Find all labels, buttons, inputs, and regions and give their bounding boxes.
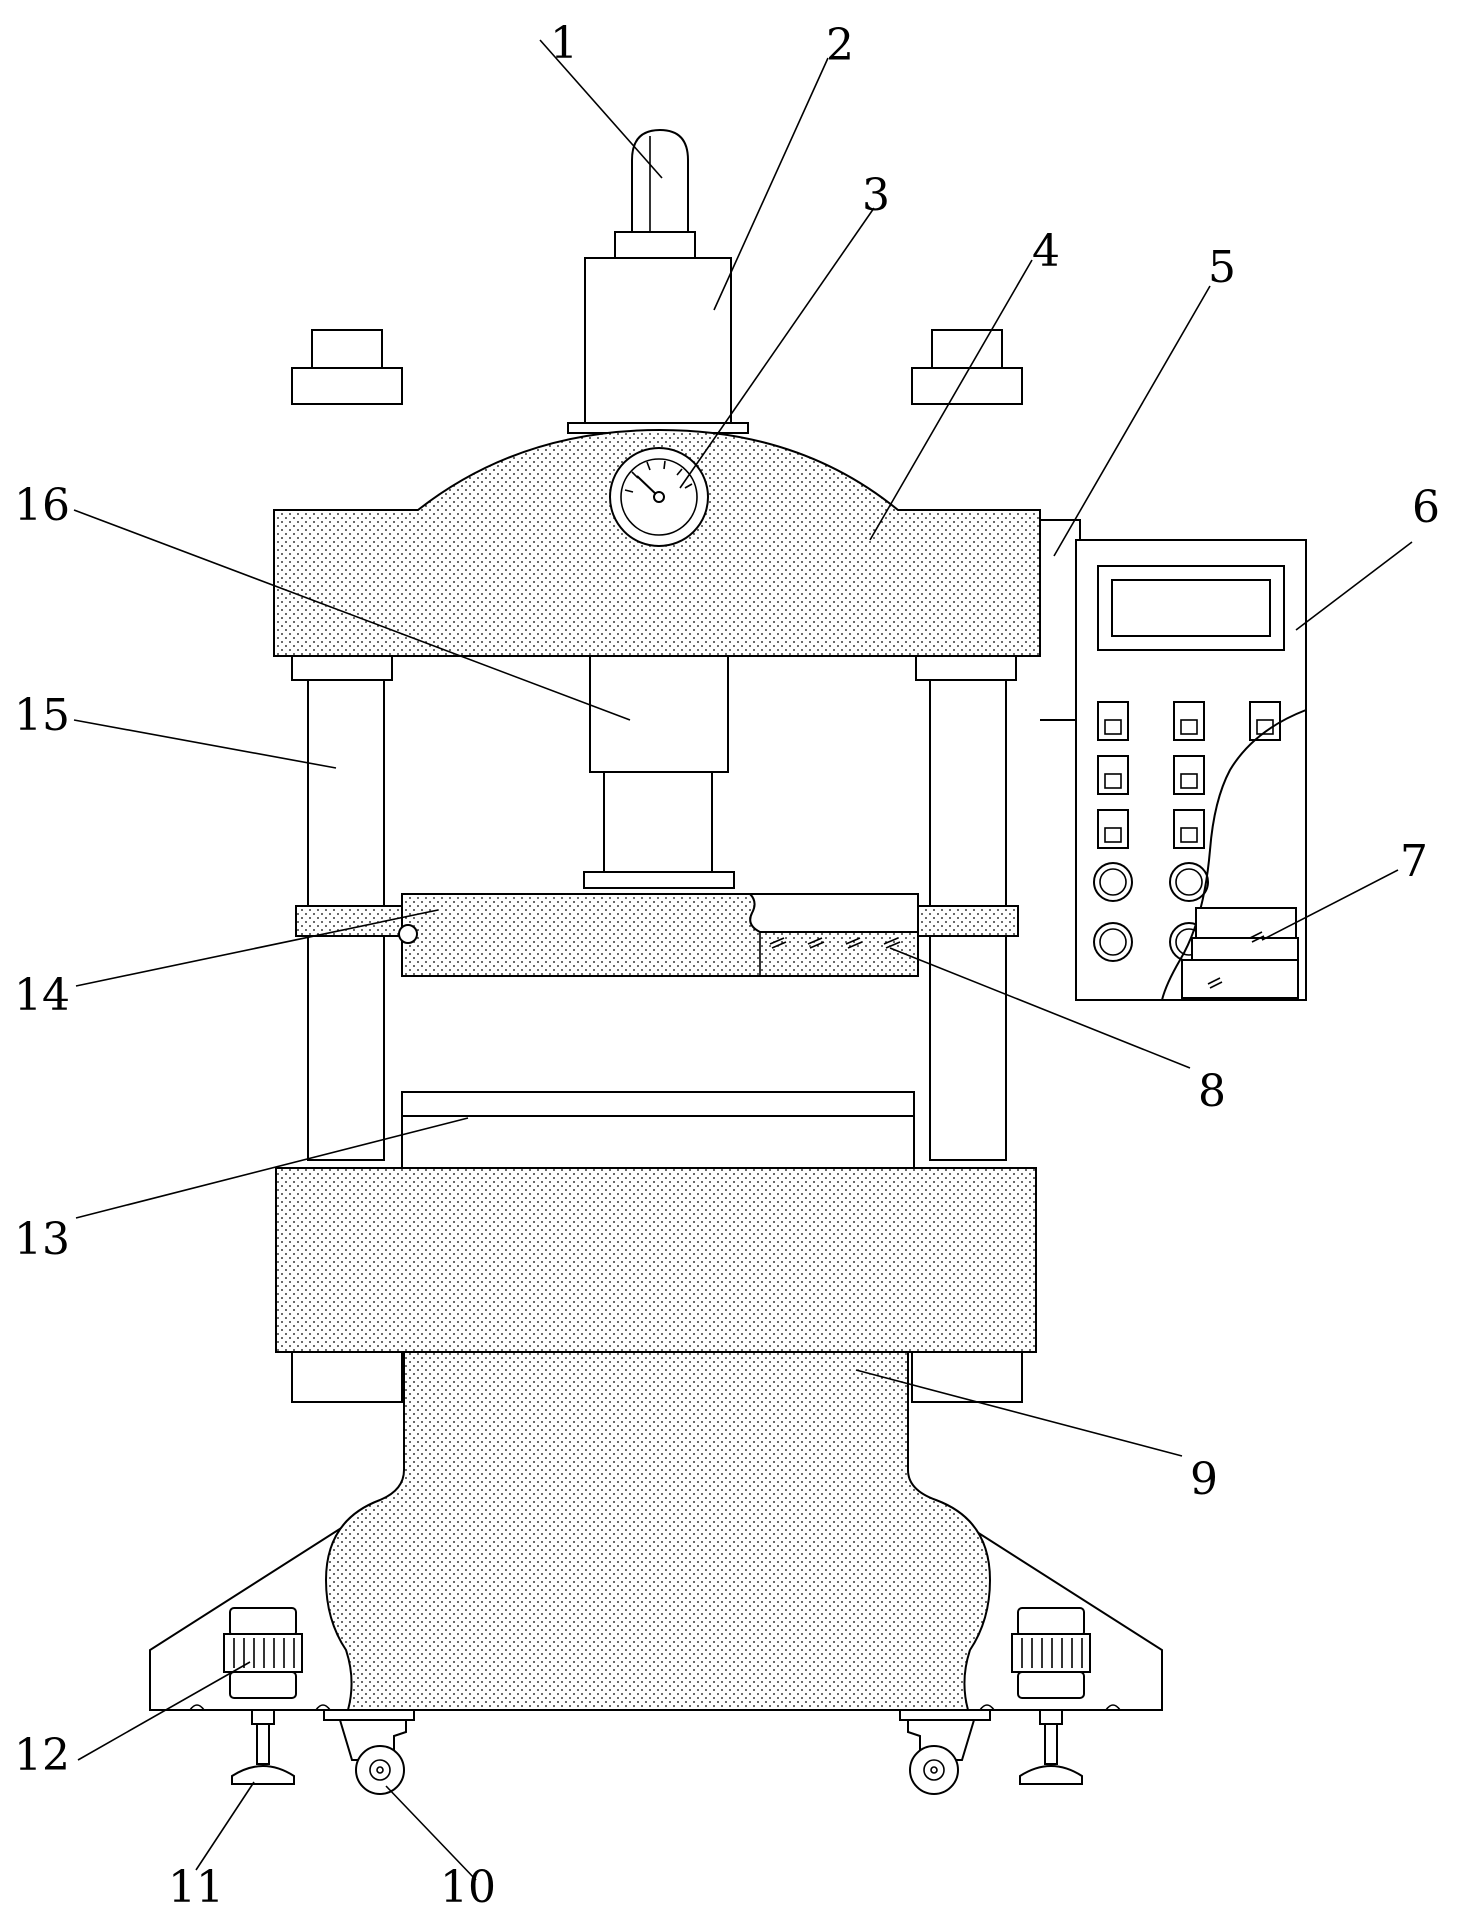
motor-left <box>223 1607 303 1785</box>
moving-plate <box>401 893 919 977</box>
label-6: 6 <box>1412 482 1440 533</box>
label-3: 3 <box>862 170 890 221</box>
leader-lines <box>73 39 1413 1881</box>
guide-sleeve-right <box>911 905 1019 937</box>
label-9: 9 <box>1190 1454 1218 1505</box>
caster-left <box>323 1709 415 1795</box>
label-5: 5 <box>1208 242 1236 293</box>
label-4: 4 <box>1032 226 1060 277</box>
bolt-heads <box>189 1704 1121 1711</box>
hydraulic-pipe <box>631 128 689 233</box>
main-cylinder <box>584 257 732 424</box>
label-16: 16 <box>14 480 70 531</box>
lower-die <box>401 1091 915 1117</box>
ram-rod <box>603 771 713 873</box>
part-labels: 1 2 3 4 5 6 7 8 9 10 11 12 13 14 15 16 <box>14 18 1440 1913</box>
column-nut-left-bottom <box>291 1351 403 1403</box>
control-buttons <box>1093 701 1281 962</box>
label-7: 7 <box>1400 836 1428 887</box>
label-8: 8 <box>1198 1066 1226 1117</box>
caster-right <box>899 1709 991 1795</box>
ram-flange <box>583 871 735 889</box>
button-row-1 <box>1097 701 1281 741</box>
display-screen-inner <box>1111 579 1271 637</box>
control-cable <box>1040 519 1081 721</box>
pressure-gauge-icon <box>609 447 709 547</box>
label-10: 10 <box>440 1862 496 1913</box>
label-12: 12 <box>14 1730 70 1781</box>
button-row-2 <box>1097 755 1205 795</box>
crossbeam-collar-left <box>291 655 393 681</box>
label-15: 15 <box>14 690 70 741</box>
motor-right <box>1011 1607 1091 1785</box>
crossbeam-collar-right <box>915 655 1017 681</box>
base-body <box>324 1351 992 1711</box>
label-11: 11 <box>168 1862 224 1913</box>
workbench <box>275 1167 1037 1353</box>
column-nut-left-top <box>291 329 403 405</box>
button-row-3 <box>1097 809 1205 849</box>
lower-die-body <box>401 1115 915 1169</box>
column-nut-right-bottom <box>911 1351 1023 1403</box>
locking-pin <box>398 924 418 944</box>
cylinder-cap <box>614 231 696 259</box>
label-13: 13 <box>14 1214 70 1265</box>
label-2: 2 <box>826 20 854 71</box>
cutaway-break-line <box>1161 709 1307 1001</box>
ram-cylinder <box>589 655 729 773</box>
knob-row-1 <box>1093 862 1209 902</box>
internal-battery <box>1181 907 1299 999</box>
label-14: 14 <box>14 970 70 1021</box>
label-1: 1 <box>550 18 578 69</box>
column-nut-right-top <box>911 329 1023 405</box>
